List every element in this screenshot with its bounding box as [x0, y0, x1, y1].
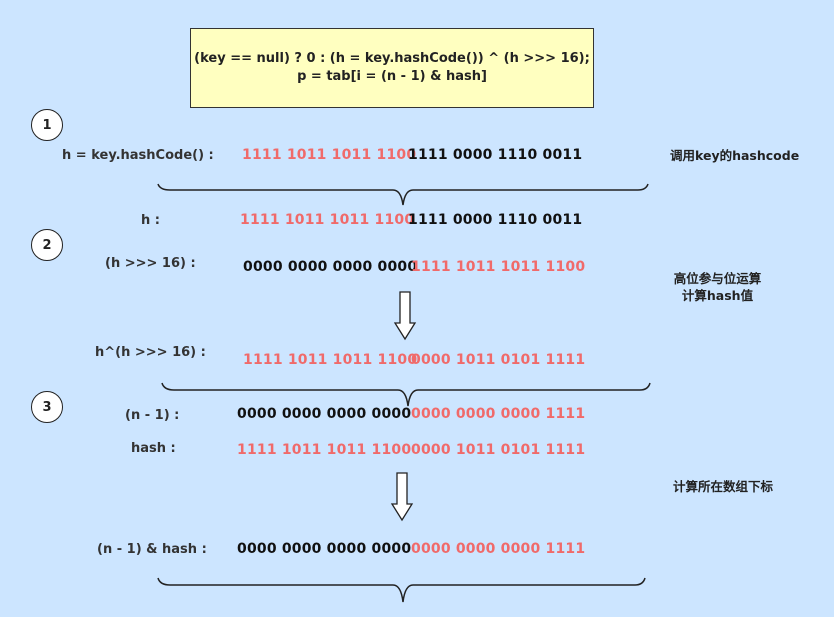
- note-call-hashcode: 调用key的hashcode: [670, 148, 800, 163]
- n-minus-1-label: (n - 1) :: [125, 408, 180, 423]
- code-line-1: (key == null) ? 0 : (h = key.hashCode())…: [194, 51, 590, 66]
- n-minus-1-high-bits: 0000 0000 0000 0000: [237, 406, 412, 422]
- brace-3: [157, 577, 646, 603]
- code-box: (key == null) ? 0 : (h = key.hashCode())…: [190, 28, 594, 108]
- hash-label: hash :: [131, 441, 176, 456]
- step-2-circle: 2: [31, 229, 63, 261]
- note-index: 计算所在数组下标: [673, 479, 774, 494]
- hash-low-bits: 0000 1011 0101 1111: [411, 442, 586, 458]
- result-label: (n - 1) & hash :: [97, 542, 207, 557]
- step-1-circle: 1: [31, 109, 63, 141]
- result-high-bits: 0000 0000 0000 0000: [237, 541, 412, 557]
- note-mix-line-2: 计算hash值: [681, 288, 754, 303]
- down-arrow-2: [390, 472, 414, 522]
- h-low-bits: 1111 0000 1110 0011: [408, 212, 583, 228]
- xor-low-bits: 0000 1011 0101 1111: [411, 352, 586, 368]
- hashcode-low-bits: 1111 0000 1110 0011: [408, 147, 583, 163]
- brace-1: [157, 183, 649, 206]
- brace-2: [161, 382, 651, 407]
- xor-high-bits: 1111 1011 1011 1100: [243, 352, 418, 368]
- h-label: h :: [141, 213, 160, 228]
- shift-label: (h >>> 16) :: [105, 256, 196, 271]
- hashcode-label: h = key.hashCode() :: [62, 148, 214, 163]
- n-minus-1-low-bits: 0000 0000 0000 1111: [411, 406, 586, 422]
- hashcode-high-bits: 1111 1011 1011 1100: [242, 147, 417, 163]
- shift-high-bits: 0000 0000 0000 0000: [243, 259, 418, 275]
- hash-high-bits: 1111 1011 1011 1100: [237, 442, 412, 458]
- code-line-2: p = tab[i = (n - 1) & hash]: [297, 69, 487, 84]
- down-arrow-1: [393, 291, 417, 341]
- xor-label: h^(h >>> 16) :: [95, 345, 206, 360]
- h-high-bits: 1111 1011 1011 1100: [240, 212, 415, 228]
- result-low-bits: 0000 0000 0000 1111: [411, 541, 586, 557]
- shift-low-bits: 1111 1011 1011 1100: [411, 259, 586, 275]
- step-3-circle: 3: [31, 391, 63, 423]
- note-mix-line-1: 高位参与位运算: [673, 271, 762, 286]
- note-mix-hash: 高位参与位运算 计算hash值: [670, 270, 765, 304]
